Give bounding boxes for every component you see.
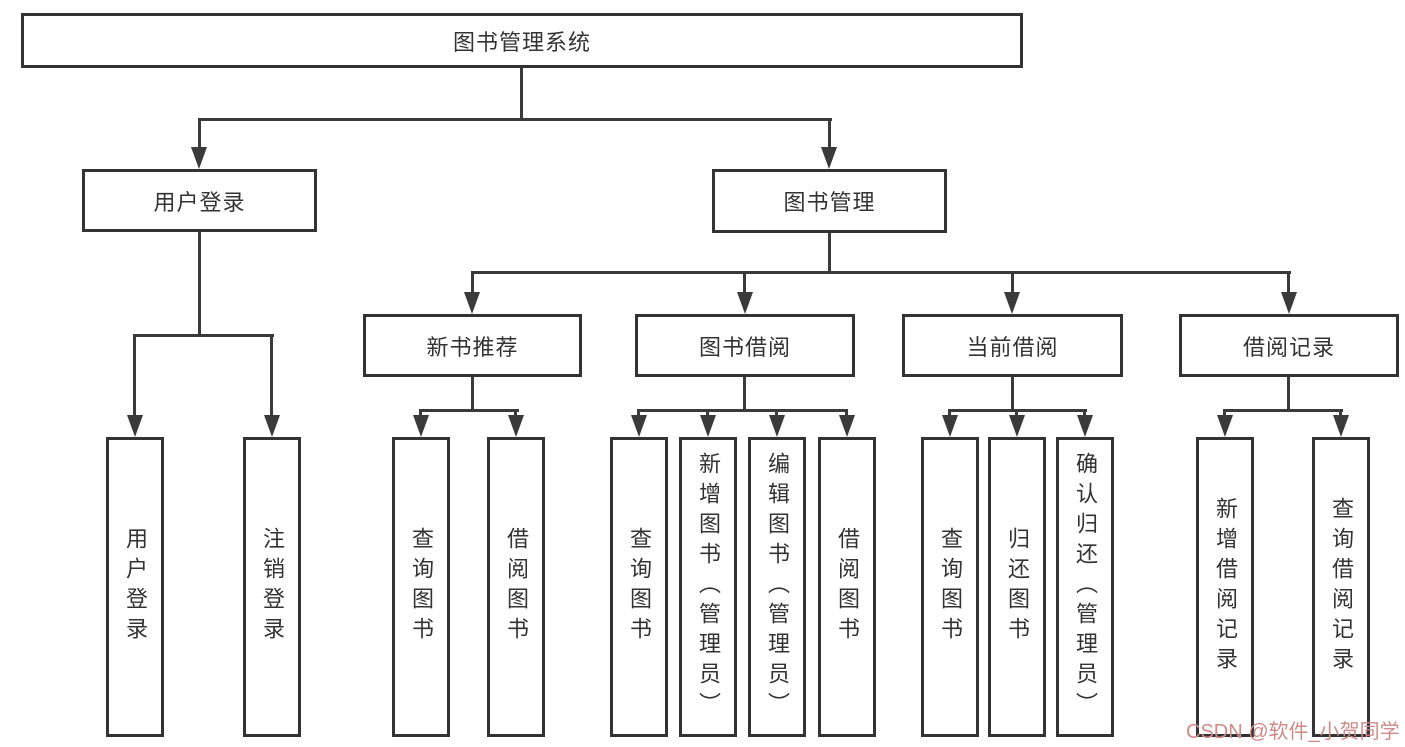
- leaf-add-book-admin: 新增图书（管理员）: [679, 437, 737, 737]
- node-new-book-recommend: 新书推荐: [363, 314, 582, 377]
- connector-line: [471, 271, 474, 297]
- connector-line: [1223, 409, 1226, 418]
- connector-line: [637, 409, 640, 418]
- arrow-down-icon: [1077, 415, 1093, 437]
- connector-line: [1223, 409, 1343, 412]
- arrow-down-icon: [1281, 292, 1297, 314]
- leaf-recommend-borrow-book-label: 借阅图书: [504, 527, 529, 647]
- leaf-recommend-query-book: 查询图书: [392, 437, 450, 737]
- connector-line: [471, 375, 474, 412]
- connector-line: [198, 118, 832, 121]
- node-book-management-label: 图书管理: [783, 190, 876, 215]
- connector-line: [1083, 409, 1086, 418]
- leaf-user-login: 用户登录: [106, 437, 164, 737]
- arrow-down-icon: [769, 415, 785, 437]
- csdn-watermark: CSDN @软件_小贺同学: [1186, 721, 1400, 743]
- node-current-borrow: 当前借阅: [902, 314, 1123, 377]
- leaf-edit-book-admin-label: 编辑图书（管理员）: [765, 452, 790, 722]
- arrow-down-icon: [508, 415, 524, 437]
- connector-line: [133, 334, 136, 417]
- connector-line: [1011, 375, 1014, 412]
- leaf-borrow-query-book: 查询图书: [610, 437, 668, 737]
- leaf-user-login-label: 用户登录: [123, 527, 148, 647]
- arrow-down-icon: [191, 147, 207, 169]
- connector-line: [637, 409, 848, 412]
- connector-line: [706, 409, 709, 418]
- arrow-down-icon: [1333, 415, 1349, 437]
- connector-line: [1287, 375, 1290, 412]
- leaf-return-book-label: 归还图书: [1005, 527, 1030, 647]
- node-current-borrow-label: 当前借阅: [966, 334, 1059, 360]
- arrow-down-icon: [1217, 415, 1233, 437]
- arrow-down-icon: [942, 415, 958, 437]
- leaf-query-borrow-record: 查询借阅记录: [1312, 437, 1370, 737]
- node-book-borrow: 图书借阅: [635, 314, 855, 377]
- connector-line: [828, 118, 831, 151]
- node-root-label: 图书管理系统: [452, 29, 591, 55]
- connector-line: [270, 334, 273, 417]
- leaf-logout: 注销登录: [243, 437, 301, 737]
- arrow-down-icon: [1004, 292, 1020, 314]
- leaf-borrow-book-label: 借阅图书: [835, 527, 860, 647]
- connector-line: [743, 375, 746, 412]
- node-borrow-record: 借阅记录: [1179, 314, 1399, 377]
- node-borrow-record-label: 借阅记录: [1242, 334, 1335, 360]
- leaf-current-query-book-label: 查询图书: [938, 527, 963, 647]
- arrow-down-icon: [127, 415, 143, 437]
- leaf-recommend-query-book-label: 查询图书: [409, 527, 434, 647]
- leaf-add-borrow-record: 新增借阅记录: [1196, 437, 1254, 737]
- leaf-borrow-query-book-label: 查询图书: [627, 527, 652, 647]
- connector-line: [1011, 271, 1014, 297]
- arrow-down-icon: [1009, 415, 1025, 437]
- connector-line: [743, 271, 746, 297]
- connector-line: [1015, 409, 1018, 418]
- arrow-down-icon: [737, 292, 753, 314]
- connector-line: [520, 66, 523, 120]
- arrow-down-icon: [839, 415, 855, 437]
- leaf-edit-book-admin: 编辑图书（管理员）: [748, 437, 806, 737]
- connector-line: [1339, 409, 1342, 418]
- node-book-borrow-label: 图书借阅: [698, 334, 791, 360]
- leaf-confirm-return-admin-label: 确认归还（管理员）: [1073, 452, 1098, 722]
- leaf-borrow-book: 借阅图书: [818, 437, 876, 737]
- connector-line: [419, 409, 519, 412]
- node-user-login: 用户登录: [82, 169, 317, 232]
- leaf-add-borrow-record-label: 新增借阅记录: [1213, 497, 1238, 677]
- connector-line: [845, 409, 848, 418]
- arrow-down-icon: [264, 415, 280, 437]
- arrow-down-icon: [464, 292, 480, 314]
- node-book-management: 图书管理: [712, 169, 947, 233]
- arrow-down-icon: [631, 415, 647, 437]
- leaf-logout-label: 注销登录: [260, 527, 285, 647]
- leaf-add-book-admin-label: 新增图书（管理员）: [696, 452, 721, 722]
- leaf-query-borrow-record-label: 查询借阅记录: [1329, 497, 1354, 677]
- connector-line: [828, 230, 831, 274]
- leaf-recommend-borrow-book: 借阅图书: [487, 437, 545, 737]
- connector-line: [1287, 271, 1290, 297]
- node-root: 图书管理系统: [21, 13, 1023, 68]
- connector-line: [948, 409, 951, 418]
- node-new-book-recommend-label: 新书推荐: [426, 334, 519, 360]
- connector-line: [471, 271, 1291, 274]
- arrow-down-icon: [821, 147, 837, 169]
- leaf-confirm-return-admin: 确认归还（管理员）: [1056, 437, 1114, 737]
- arrow-down-icon: [413, 415, 429, 437]
- connector-line: [775, 409, 778, 418]
- connector-line: [133, 334, 274, 337]
- node-user-login-label: 用户登录: [153, 189, 246, 215]
- connector-line: [514, 409, 517, 418]
- arrow-down-icon: [700, 415, 716, 437]
- connector-line: [198, 118, 201, 151]
- leaf-current-query-book: 查询图书: [921, 437, 979, 737]
- connector-line: [198, 230, 201, 337]
- connector-line: [419, 409, 422, 418]
- leaf-return-book: 归还图书: [988, 437, 1046, 737]
